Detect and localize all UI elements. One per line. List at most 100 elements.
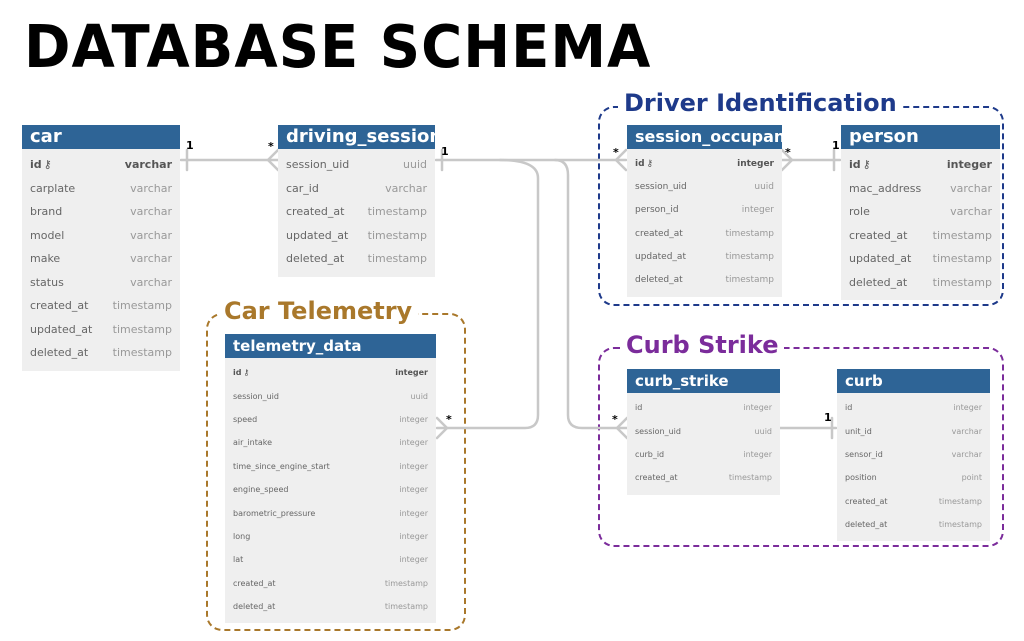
column-type: timestamp: [112, 346, 172, 360]
group-label-driver-identification: Driver Identification: [618, 89, 903, 117]
column-name-wrap: speed: [233, 415, 257, 424]
column-row[interactable]: created_at timestamp: [627, 466, 780, 489]
cardinality-curbstrike-curb-one: 1: [824, 411, 832, 424]
cardinality-session-telemetry-many: *: [446, 413, 452, 426]
rel-car-session-crow: [266, 148, 280, 172]
column-type: integer: [399, 555, 428, 565]
column-name-wrap: updated_at: [635, 252, 686, 262]
table-header: curb_strike: [627, 369, 780, 393]
column-name-wrap: lat: [233, 555, 243, 564]
column-type: varchar: [130, 275, 172, 289]
column-row[interactable]: lat integer: [225, 548, 436, 571]
column-name: session_uid: [635, 181, 687, 192]
column-row[interactable]: role varchar: [841, 200, 1000, 224]
column-name-wrap: deleted_at: [635, 275, 683, 285]
key-icon: ⚷: [43, 158, 52, 172]
column-name: created_at: [849, 228, 908, 242]
column-name-wrap: session_uid: [286, 158, 349, 171]
column-row[interactable]: id⚷integer: [841, 153, 1000, 177]
group-label-car-telemetry: Car Telemetry: [218, 297, 419, 325]
column-type: varchar: [950, 205, 992, 219]
column-type: uuid: [410, 391, 428, 401]
column-row[interactable]: id⚷varchar: [22, 153, 180, 177]
column-name-wrap: make: [30, 252, 60, 265]
page-title: DATABASE SCHEMA: [24, 13, 652, 82]
column-name-wrap: deleted_at: [845, 520, 887, 529]
column-name: session_uid: [286, 158, 350, 172]
column-type: integer: [946, 158, 992, 172]
column-type: timestamp: [932, 252, 992, 266]
column-type: varchar: [130, 205, 172, 219]
column-name-wrap: created_at: [286, 205, 344, 218]
column-name: id: [635, 158, 645, 169]
column-name: deleted_at: [845, 520, 888, 530]
column-row[interactable]: id⚷integer: [627, 152, 782, 175]
column-name: session_uid: [635, 426, 681, 436]
column-name-wrap: role: [849, 205, 870, 218]
column-name-wrap: id⚷: [30, 158, 52, 171]
column-name-wrap: created_at: [635, 473, 678, 482]
cardinality-occupant-person-many: *: [785, 146, 791, 159]
column-row[interactable]: deleted_at timestamp: [627, 268, 782, 291]
column-row[interactable]: id⚷integer: [225, 361, 436, 384]
column-name: created_at: [30, 299, 89, 313]
column-name-wrap: created_at: [233, 579, 276, 588]
column-name: deleted_at: [635, 275, 683, 286]
column-type: timestamp: [725, 275, 774, 286]
column-name: deleted_at: [849, 275, 908, 289]
key-icon: ⚷: [646, 158, 654, 169]
column-name-wrap: long: [233, 532, 250, 541]
column-name-wrap: session_uid: [635, 182, 687, 192]
column-name-wrap: model: [30, 229, 64, 242]
column-type: timestamp: [728, 473, 772, 483]
column-name-wrap: id: [845, 403, 852, 412]
